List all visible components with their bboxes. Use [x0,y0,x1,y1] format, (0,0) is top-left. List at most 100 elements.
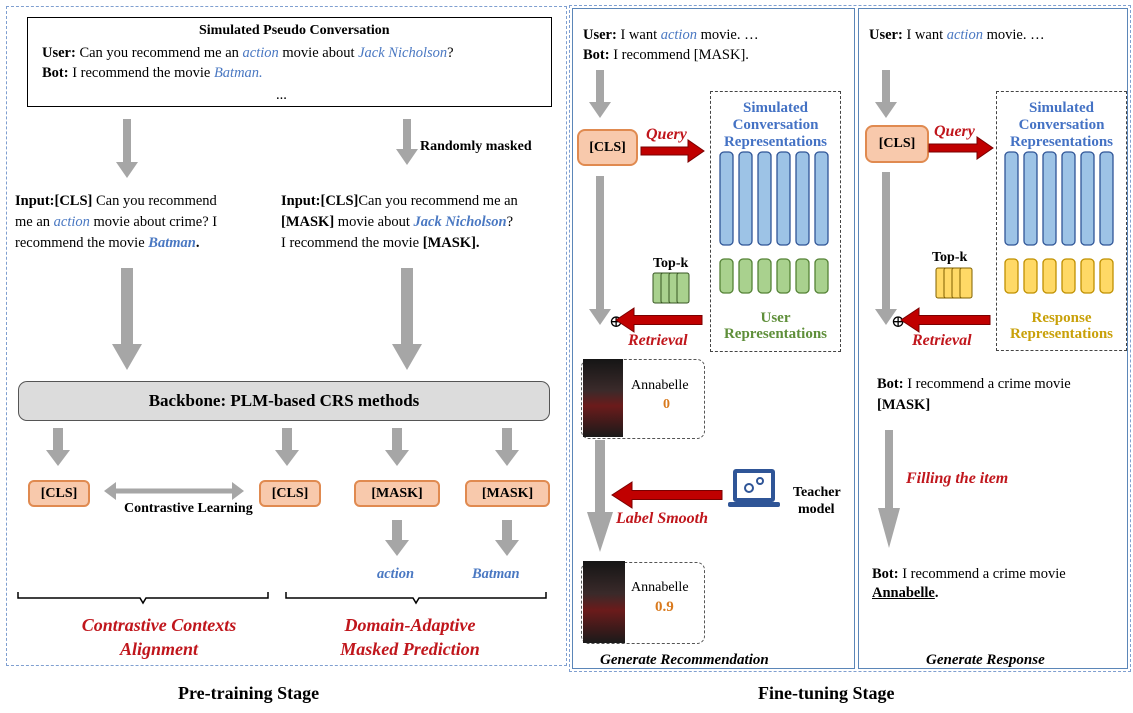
resp-sim-repr-bar-2 [1023,151,1038,246]
resp-response-repr-bar-2 [1023,258,1038,294]
resp-bot-text-2: I recommend a crime movie [902,566,1066,582]
annabelle-poster-image [583,359,623,437]
rec-arrow-cls-to-retrieval [589,176,611,325]
resp-representations-box [996,91,1127,351]
resp-sim-repr-bar-6 [1099,151,1114,246]
input-left-line-2: me an action movie about crime? I [15,213,217,232]
resp-query-arrow [928,136,994,160]
resp-bot-label-1: Bot: [877,376,904,392]
rec-topk-label: Top-k [653,256,689,271]
resp-bot-label-2: Bot: [872,566,899,582]
arrow-sim-to-input-left [116,119,138,178]
input-right-line2-end: ? [506,214,513,230]
token-cls-left: [CLS] [28,480,90,507]
arrow-mask-1-to-prediction [385,520,409,556]
resp-bot-line-2: Bot: I recommend a crime movie [872,565,1066,584]
resp-response-repr-bar-1 [1004,258,1019,294]
rec-arrow-dialog-to-cls [589,70,611,118]
backbone-box: Backbone: PLM-based CRS methods [18,381,550,421]
rec-user-line: User: I want action movie. … [583,26,759,45]
rec-user-text-a: I want [620,27,658,43]
rec-sim-repr-bar-1 [719,151,734,246]
resp-oplus-icon: ⊕ [891,312,906,331]
resp-bot-item-line: Annabelle. [872,584,938,603]
resp-response-repr-bar-3 [1042,258,1057,294]
input-right-entity: Jack Nicholson [413,214,507,230]
resp-response-repr-bar-5 [1080,258,1095,294]
simulated-conversation-title: Simulated Pseudo Conversation [199,23,390,38]
resp-bot-mask: [MASK] [877,397,931,413]
rec-sim-repr-bar-3 [757,151,772,246]
token-mask-1: [MASK] [354,480,440,507]
resp-response-repr-1: Response [1031,310,1092,326]
rec-user-repr-bar-2 [738,258,753,294]
input-right-line3-text: I recommend the movie [281,235,420,251]
resp-sim-repr-3: Representations [1009,134,1114,150]
rec-cls-token: [CLS] [577,129,638,166]
sim-bot-label: Bot: [42,65,69,81]
sim-user-text-2: movie about [282,45,355,61]
rec-sim-repr-2: Conversation [732,117,819,133]
resp-response-repr-bar-6 [1099,258,1114,294]
brace-contrastive [17,592,269,605]
rec-movie-card-2 [581,562,705,644]
input-left-entity-action: action [53,214,90,230]
teacher-gear-icon-1 [744,483,754,493]
rec-bot-line: Bot: I recommend [MASK]. [583,46,749,65]
rec-movie-name-2: Annabelle [631,580,689,595]
input-left-label: Input:[CLS] [15,193,93,209]
randomly-masked-label: Randomly masked [420,139,532,154]
input-right-line1-text: Can you recommend me an [358,193,518,209]
input-right-mask-2: [MASK]. [422,235,480,251]
input-right-mask-1: [MASK] [281,214,335,230]
resp-sim-repr-bar-1 [1004,151,1019,246]
finetuning-panel [569,5,1131,672]
teacher-laptop-base [728,502,780,507]
sim-bot-line: Bot: I recommend the movie Batman. [42,64,263,83]
resp-user-text-a: I want [906,27,944,43]
simulated-conversation-box [27,17,552,107]
rec-score-2: 0.9 [655,599,674,615]
rec-sim-repr-1: Simulated [742,100,808,116]
prediction-batman: Batman [472,566,520,582]
contrastive-arrow-right [175,482,244,500]
rec-label-smooth-arrow [611,481,723,509]
resp-sim-repr-2: Conversation [1018,117,1105,133]
rec-user-repr-bar-1 [719,258,734,294]
input-left-line3-text: recommend the movie [15,235,145,251]
rec-representations-box [710,91,841,352]
sim-bot-text: I recommend the movie [72,65,211,81]
resp-topk-bar-4 [959,267,973,299]
rec-sim-repr-bar-6 [814,151,829,246]
rec-user-repr-bar-3 [757,258,772,294]
input-right-line-3: I recommend the movie [MASK]. [281,234,480,253]
rec-movie-card-1 [581,359,705,439]
input-right-line2-text: movie about [337,214,410,230]
annabelle-poster-image-2 [583,561,625,643]
rec-retrieval-label: Retrieval [628,332,688,349]
input-left-line2-text-a: me an [15,214,51,230]
resp-bot-line-1: Bot: I recommend a crime movie [877,375,1071,394]
objective-right-line-1: Domain-Adaptive [344,615,476,635]
input-left-line-3: recommend the movie Batman. [15,234,199,253]
prediction-action: action [377,566,415,582]
rec-user-repr-bar-5 [795,258,810,294]
rec-caption: Generate Recommendation [600,652,769,668]
arrow-backbone-to-mask-2 [495,428,519,466]
arrow-backbone-to-cls-left [46,428,70,466]
input-left-line2-text-b: movie about crime? I [93,214,218,230]
arrow-input-right-to-backbone [392,268,422,370]
objective-left-line-1: Contrastive Contexts [81,615,237,635]
rec-user-text-b: movie. … [700,27,759,43]
rec-score-1: 0 [663,397,670,412]
resp-arrow-dialog-to-cls [875,70,897,118]
resp-cls-token: [CLS] [865,125,929,163]
arrow-input-left-to-backbone [112,268,142,370]
rec-bot-text: I recommend [MASK]. [613,47,749,63]
sim-user-line: User: Can you recommend me an action mov… [42,44,454,63]
sim-user-label: User: [42,45,76,61]
contrastive-learning-label: Contrastive Learning [124,501,253,516]
arrow-backbone-to-cls-right [275,428,299,466]
resp-arrow-fill [878,430,900,548]
